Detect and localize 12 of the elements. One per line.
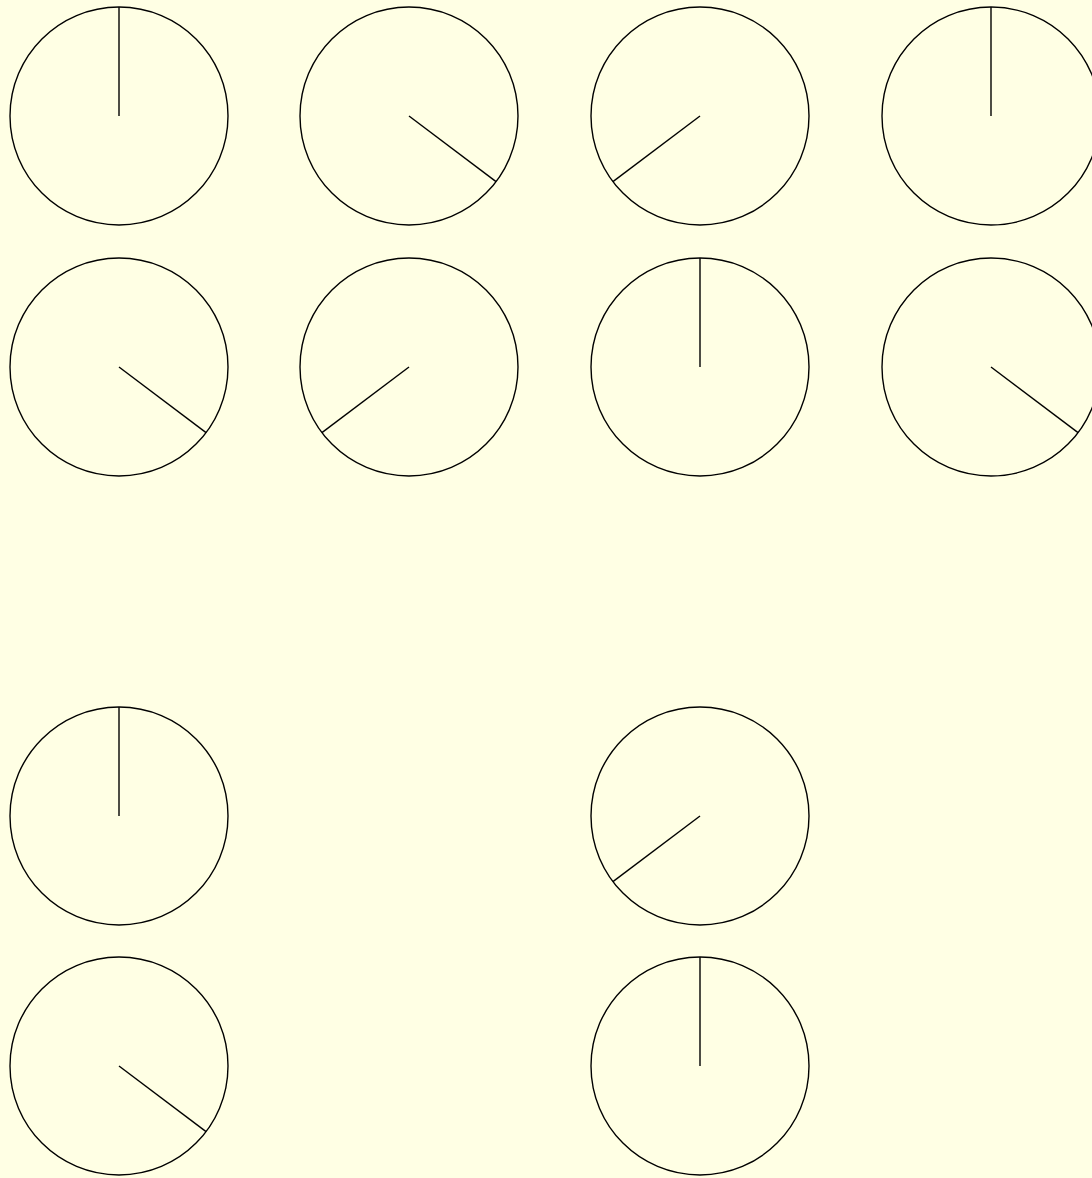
clock-face xyxy=(9,706,229,926)
clock-face xyxy=(881,257,1092,477)
clock-face xyxy=(590,956,810,1176)
clock-face xyxy=(590,257,810,477)
clock-face xyxy=(9,6,229,226)
clock-face xyxy=(9,956,229,1176)
clock-face xyxy=(299,257,519,477)
clock-face xyxy=(9,257,229,477)
clock-face xyxy=(590,706,810,926)
clock-face xyxy=(881,6,1092,226)
clock-face xyxy=(299,6,519,226)
clock-face xyxy=(590,6,810,226)
